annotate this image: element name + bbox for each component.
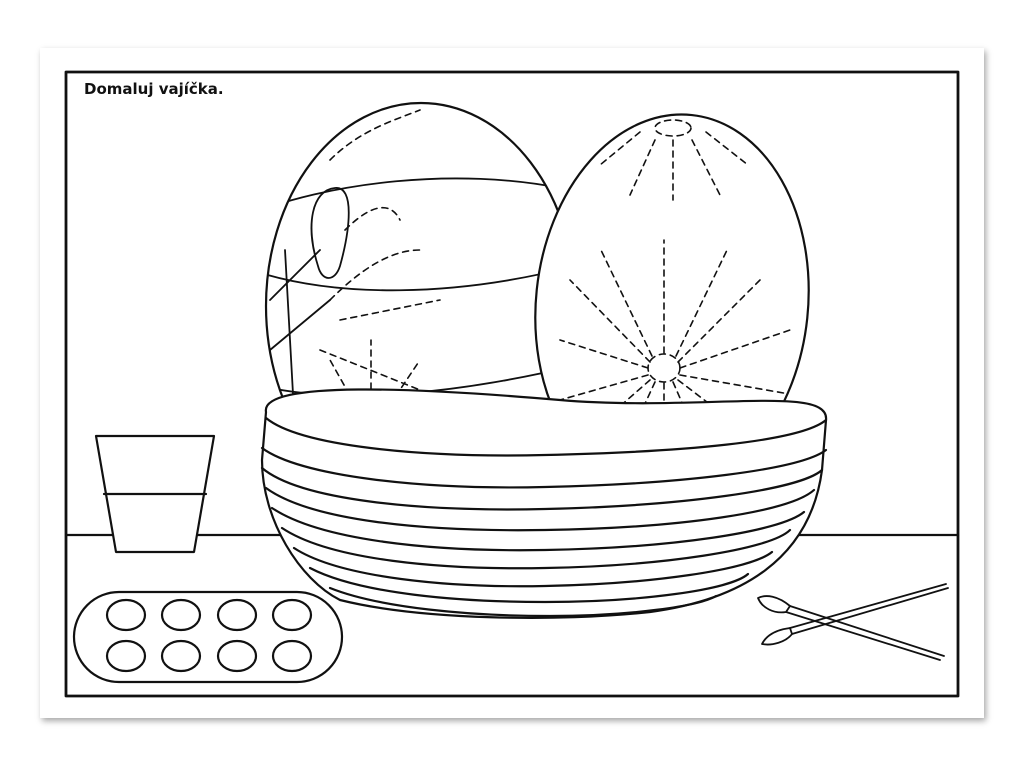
page-frame — [64, 70, 960, 698]
instruction-text: Domaluj vajíčka. — [84, 80, 224, 98]
paintbrush-icon — [757, 583, 949, 661]
paint-palette-icon — [72, 590, 344, 684]
water-glass-icon — [94, 434, 216, 554]
basket-icon — [260, 388, 828, 619]
